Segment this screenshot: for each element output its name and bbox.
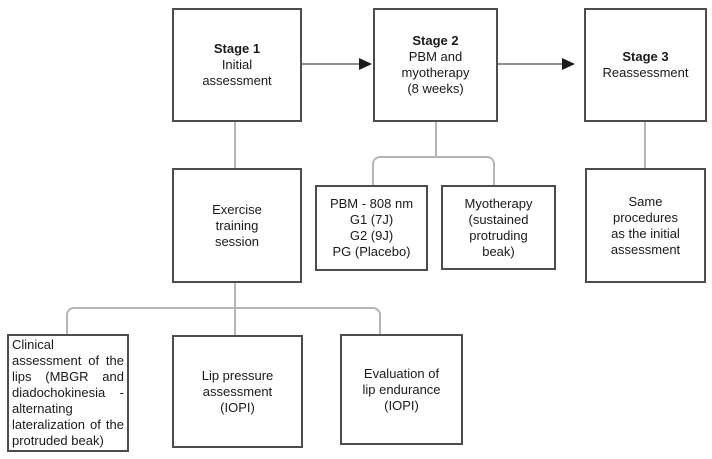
connector-stage1-exercise <box>234 122 236 168</box>
arrow-stage2-to-stage3 <box>498 63 562 65</box>
stage2-box: Stage 2 PBM and myotherapy (8 weeks) <box>373 8 498 122</box>
lip-endurance-body: Evaluation of lip endurance (IOPI) <box>362 365 441 413</box>
connector-stage2-stub <box>435 122 437 158</box>
lip-pressure-body: Lip pressure assessment (IOPI) <box>201 367 274 415</box>
stage3-body: Reassessment <box>602 65 689 80</box>
stage1-body: Initial assessment <box>202 57 272 88</box>
stage3-title: Stage 3 <box>622 49 669 64</box>
same-procedures-body: Same procedures as the initial assessmen… <box>610 193 681 257</box>
stage1-title: Stage 1 <box>213 41 261 56</box>
stage2-title: Stage 2 <box>412 33 459 48</box>
stage3-box: Stage 3 Reassessment <box>584 8 707 122</box>
lip-endurance-box: Evaluation of lip endurance (IOPI) <box>340 334 463 445</box>
arrowhead-icon <box>562 58 575 70</box>
pbm-body: PBM - 808 nm G1 (7J) G2 (9J) PG (Placebo… <box>329 196 414 259</box>
connector-stage3-sameprocedures <box>644 122 646 168</box>
myotherapy-box: Myotherapy (sustained protruding beak) <box>441 185 556 270</box>
pbm-box: PBM - 808 nm G1 (7J) G2 (9J) PG (Placebo… <box>315 185 428 271</box>
clinical-assessment-body: Clinical assessment of the lips (MBGR an… <box>12 337 124 448</box>
same-procedures-box: Same procedures as the initial assessmen… <box>585 168 706 283</box>
lip-pressure-box: Lip pressure assessment (IOPI) <box>172 335 303 448</box>
arrow-stage1-to-stage2 <box>302 63 359 65</box>
clinical-assessment-box: Clinical assessment of the lips (MBGR an… <box>7 334 129 452</box>
exercise-training-body: Exercise training session <box>212 201 262 249</box>
connector-exercise-branch <box>66 307 381 334</box>
myotherapy-body: Myotherapy (sustained protruding beak) <box>464 195 533 259</box>
stage2-body: PBM and myotherapy (8 weeks) <box>401 49 470 96</box>
exercise-training-box: Exercise training session <box>172 168 302 283</box>
stage1-box: Stage 1 Initial assessment <box>172 8 302 122</box>
connector-stage2-branch <box>372 156 495 185</box>
arrowhead-icon <box>359 58 372 70</box>
connector-exercise-lippressure <box>234 283 236 335</box>
